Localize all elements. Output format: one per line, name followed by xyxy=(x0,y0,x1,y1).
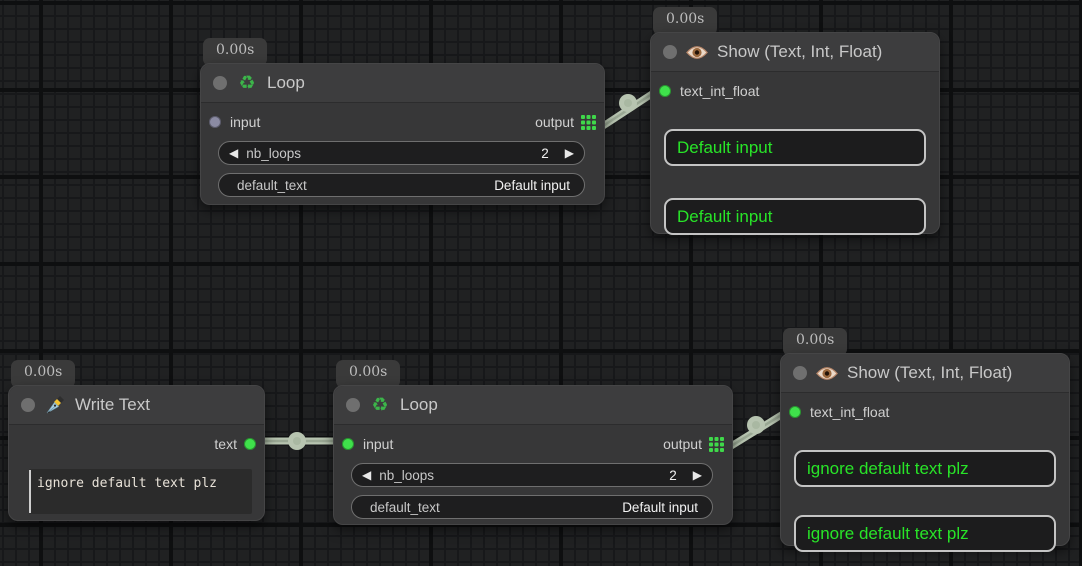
node-title: Show (Text, Int, Float) xyxy=(717,42,883,61)
nb-loops-value: 2 xyxy=(541,145,549,161)
nb-loops-label: nb_loops xyxy=(379,467,435,483)
node-status-dot xyxy=(793,366,807,380)
input-port-label: text_int_float xyxy=(680,83,760,99)
node-loop-bottom[interactable]: 0.00s ♻ Loop input output xyxy=(333,360,733,525)
node-header[interactable]: Show (Text, Int, Float) xyxy=(651,33,939,72)
nb-loops-stepper[interactable]: ◀ nb_loops 2 ▶ xyxy=(351,463,713,487)
node-header[interactable]: Show (Text, Int, Float) xyxy=(781,354,1069,393)
nb-loops-label: nb_loops xyxy=(246,145,302,161)
input-port[interactable] xyxy=(659,85,671,97)
input-port-label: input xyxy=(363,436,394,452)
execution-timer-badge: 0.00s xyxy=(11,360,76,388)
text-input-value: ignore default text plz xyxy=(37,476,218,491)
output-port-label: output xyxy=(535,114,574,130)
default-text-field[interactable]: default_text Default input xyxy=(218,173,585,197)
node-status-dot xyxy=(346,398,360,412)
recycle-icon: ♻ xyxy=(371,394,389,416)
output-display-2: ignore default text plz xyxy=(794,515,1056,552)
node-status-dot xyxy=(213,76,227,90)
execution-timer-badge: 0.00s xyxy=(336,360,401,388)
execution-timer-badge: 0.00s xyxy=(653,7,718,35)
eye-icon xyxy=(816,362,838,384)
text-input-area[interactable]: ignore default text plz xyxy=(29,469,252,514)
recycle-icon: ♻ xyxy=(238,72,256,94)
execution-timer-badge: 0.00s xyxy=(783,328,848,356)
grid-dots-icon[interactable] xyxy=(581,114,596,130)
default-text-value: Default input xyxy=(494,177,570,193)
wire-writetext-loopbottom xyxy=(249,432,345,450)
node-title: Show (Text, Int, Float) xyxy=(847,363,1013,382)
pen-nib-icon xyxy=(44,394,66,416)
default-text-field[interactable]: default_text Default input xyxy=(351,495,713,519)
node-header[interactable]: ♻ Loop xyxy=(201,64,604,103)
node-loop-top[interactable]: 0.00s ♻ Loop input output xyxy=(200,38,605,205)
input-port-label: text_int_float xyxy=(810,404,890,420)
output-display-2: Default input xyxy=(664,198,926,235)
text-cursor xyxy=(29,470,31,513)
input-port[interactable] xyxy=(342,438,354,450)
output-port-label: text xyxy=(214,436,237,452)
node-header[interactable]: ♻ Loop xyxy=(334,386,732,425)
output-port-label: output xyxy=(663,436,702,452)
stepper-increment-icon[interactable]: ▶ xyxy=(692,468,702,482)
stepper-increment-icon[interactable]: ▶ xyxy=(564,146,574,160)
node-show-top[interactable]: 0.00s Show (Text, Int, Float) text_int_f… xyxy=(650,7,940,235)
stepper-decrement-icon[interactable]: ◀ xyxy=(362,468,372,482)
stepper-decrement-icon[interactable]: ◀ xyxy=(229,146,239,160)
node-title: Loop xyxy=(400,395,438,414)
grid-dots-icon[interactable] xyxy=(709,436,724,452)
input-port[interactable] xyxy=(209,116,221,128)
default-text-value: Default input xyxy=(622,499,698,515)
node-header[interactable]: Write Text xyxy=(9,386,264,425)
output-display-1: Default input xyxy=(664,129,926,166)
nb-loops-value: 2 xyxy=(669,467,677,483)
node-show-bottom[interactable]: 0.00s Show (Text, Int, Float) text_int_f… xyxy=(780,328,1070,552)
node-title: Loop xyxy=(267,73,305,92)
output-display-1: ignore default text plz xyxy=(794,450,1056,487)
input-port[interactable] xyxy=(789,406,801,418)
node-title: Write Text xyxy=(75,395,150,414)
input-port-label: input xyxy=(230,114,261,130)
eye-icon xyxy=(686,41,708,63)
nb-loops-stepper[interactable]: ◀ nb_loops 2 ▶ xyxy=(218,141,585,165)
node-status-dot xyxy=(21,398,35,412)
execution-timer-badge: 0.00s xyxy=(203,38,268,66)
node-status-dot xyxy=(663,45,677,59)
default-text-label: default_text xyxy=(370,499,440,515)
node-write-text[interactable]: 0.00s Write Text xyxy=(8,360,265,521)
default-text-label: default_text xyxy=(237,177,307,193)
output-port[interactable] xyxy=(244,438,256,450)
